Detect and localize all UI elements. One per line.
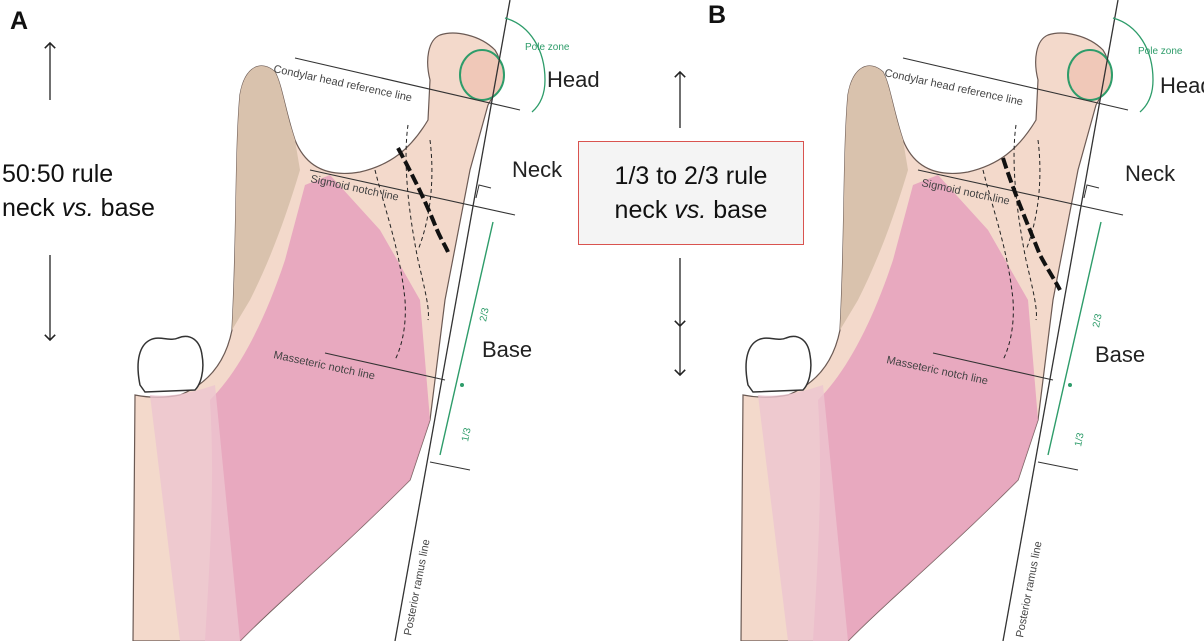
two-thirds-label-b: 2/3 (1091, 312, 1105, 328)
one-third-label-a: 1/3 (460, 426, 474, 442)
neck-label-b: Neck (1125, 161, 1176, 186)
two-thirds-label-a: 2/3 (478, 306, 492, 322)
rule-subtitle-italic-b: vs. (674, 196, 707, 224)
neck-label-a: Neck (512, 157, 563, 182)
mandible-drawing-b (740, 0, 1154, 641)
one-third-label-b: 1/3 (1073, 431, 1087, 447)
pole-zone-label-b: Pole zone (1138, 46, 1183, 57)
rule-subtitle-start-a: neck (2, 194, 62, 222)
rule-title-b: 1/3 to 2/3 rule (614, 162, 768, 190)
base-label-b: Base (1095, 342, 1145, 367)
head-label-a: Head (547, 67, 600, 92)
pole-zone-label-a: Pole zone (525, 42, 570, 53)
ramus-line-label-a: Posterior ramus line (402, 538, 432, 636)
rule-subtitle-end-b: base (706, 196, 768, 224)
rule-subtitle-b: neck vs. base (579, 193, 803, 227)
fracture-line-a (396, 147, 450, 253)
rule-subtitle-end-a: base (93, 194, 155, 222)
rule-subtitle-italic-a: vs. (61, 194, 94, 222)
fracture-line-b (1001, 157, 1062, 291)
rule-caption-box-b: 1/3 to 2/3 rule neck vs. base (578, 141, 804, 245)
rule-caption-a: 50:50 rule neck vs. base (2, 157, 207, 225)
rule-subtitle-start-b: neck (614, 196, 675, 224)
panel-b: B Head Neck Base Pole zone Condylar head… (674, 0, 1204, 641)
rule-subtitle-a: neck vs. base (2, 191, 207, 225)
head-label-b: Head (1160, 73, 1204, 98)
panel-letter-b: B (708, 1, 726, 29)
condylar-line-label-b: Condylar head reference line (883, 67, 1024, 108)
panel-a: A Head Neck Base Pole zone Condylar head… (10, 0, 600, 641)
rule-title-a: 50:50 rule (2, 160, 114, 188)
panel-letter-a: A (10, 7, 28, 35)
base-label-a: Base (482, 337, 532, 362)
